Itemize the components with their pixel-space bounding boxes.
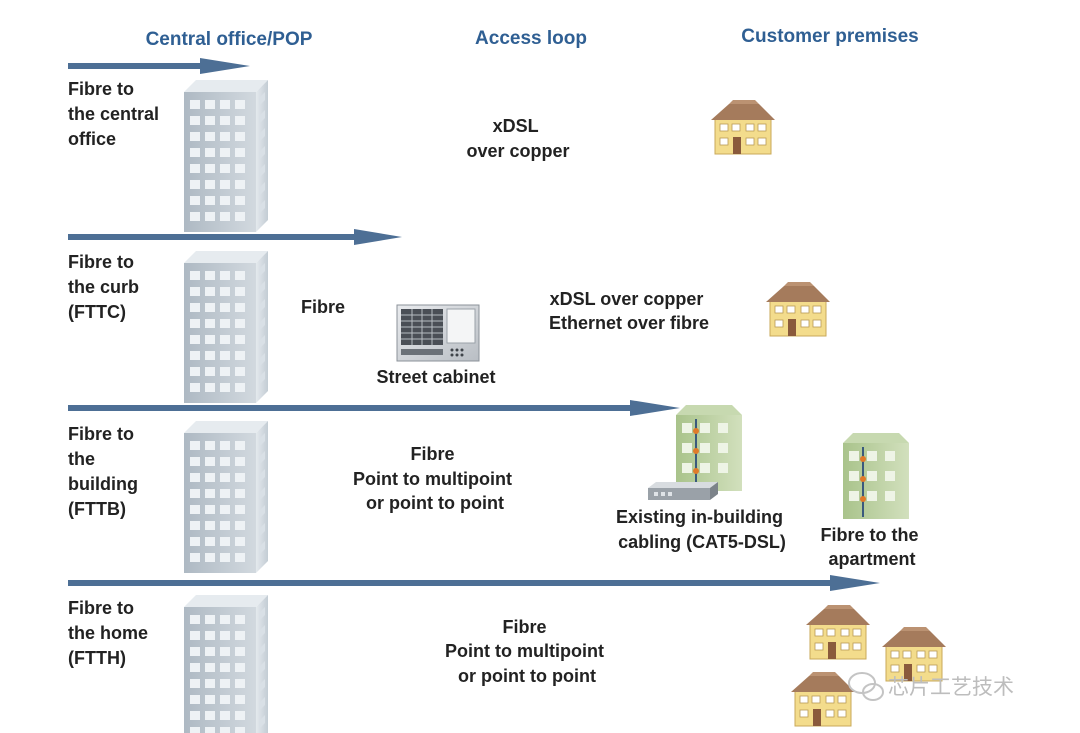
house-icon — [790, 671, 856, 727]
watermark-text: 芯片工艺技术 — [888, 675, 1014, 699]
row-title-fttb: Fibre to the building (FTTB) — [68, 424, 143, 519]
access-label-ftth: Fibre Point to multipoint or point to po… — [445, 617, 609, 686]
fibre-arrow-building — [68, 400, 680, 416]
central-office-building-icon — [184, 595, 268, 733]
street-cabinet-label: Street cabinet — [376, 367, 495, 387]
access-label-fttc: xDSL over copper Ethernet over fibre — [549, 289, 709, 333]
apartment-building-icon — [675, 404, 743, 492]
central-office-building-icon — [184, 80, 268, 232]
watermark: 芯片工艺技术 — [848, 672, 1014, 701]
fibre-arrow-home — [68, 575, 880, 591]
inbuilding-cabling-label: Existing in-building cabling (CAT5-DSL) — [616, 507, 788, 552]
fibre-to-apartment-label: Fibre to the apartment — [820, 525, 923, 569]
header-access-loop: Access loop — [475, 28, 587, 49]
access-label-fttb: Fibre Point to multipoint or point to po… — [353, 444, 517, 513]
header-customer-premises: Customer premises — [741, 26, 918, 47]
house-icon — [710, 99, 776, 155]
central-office-building-icon — [184, 421, 268, 573]
apartment-building-icon — [842, 432, 910, 520]
wechat-logo-icon — [848, 672, 884, 701]
house-icon — [765, 281, 831, 337]
fibre-label-fttc: Fibre — [301, 297, 345, 317]
header-central-office: Central office/POP — [146, 29, 313, 50]
row-title-fttco: Fibre to the central office — [68, 79, 164, 149]
fibre-arrow-curb — [68, 229, 402, 245]
street-cabinet-icon — [396, 304, 480, 362]
central-office-building-icon — [184, 251, 268, 403]
fibre-arrow-central-office — [68, 58, 250, 74]
house-icon — [881, 626, 947, 682]
access-label-fttco: xDSL over copper — [466, 116, 569, 161]
row-title-fttc: Fibre to the curb (FTTC) — [68, 252, 144, 322]
network-switch-icon — [648, 482, 718, 500]
row-title-ftth: Fibre to the home (FTTH) — [68, 598, 153, 668]
house-icon — [805, 604, 871, 660]
